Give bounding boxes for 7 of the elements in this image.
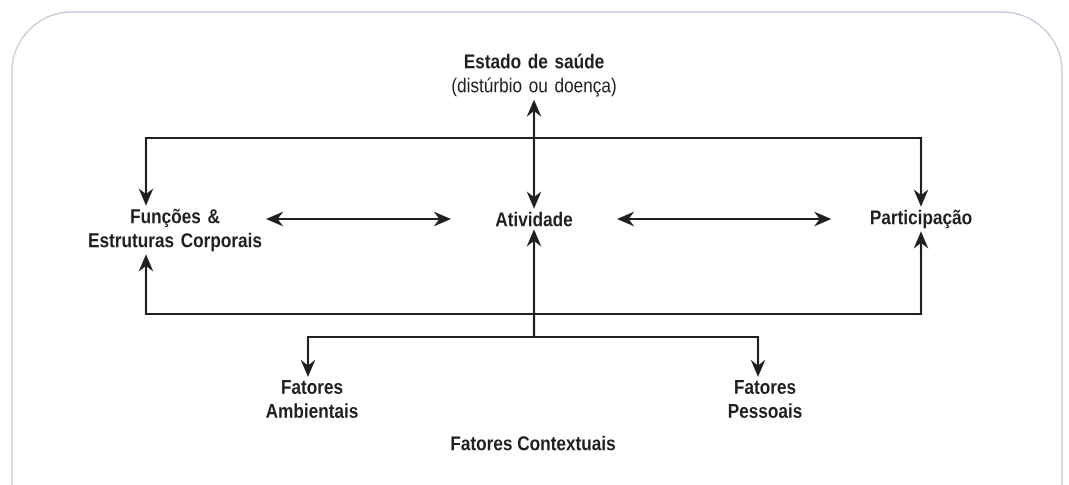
concept-label: Atividade xyxy=(495,211,573,227)
caption-label: Fatores Contextuais xyxy=(451,435,615,451)
concept-label: Participação xyxy=(871,209,972,229)
concept-label: Estado de saúde (distúrbio ou doença) xyxy=(452,53,616,97)
concept-label: Fatores Ambientais xyxy=(266,380,358,418)
concept-label: Funções & Estruturas Corporais xyxy=(89,208,262,252)
concept-label: Fatores Pessoais xyxy=(728,380,802,418)
